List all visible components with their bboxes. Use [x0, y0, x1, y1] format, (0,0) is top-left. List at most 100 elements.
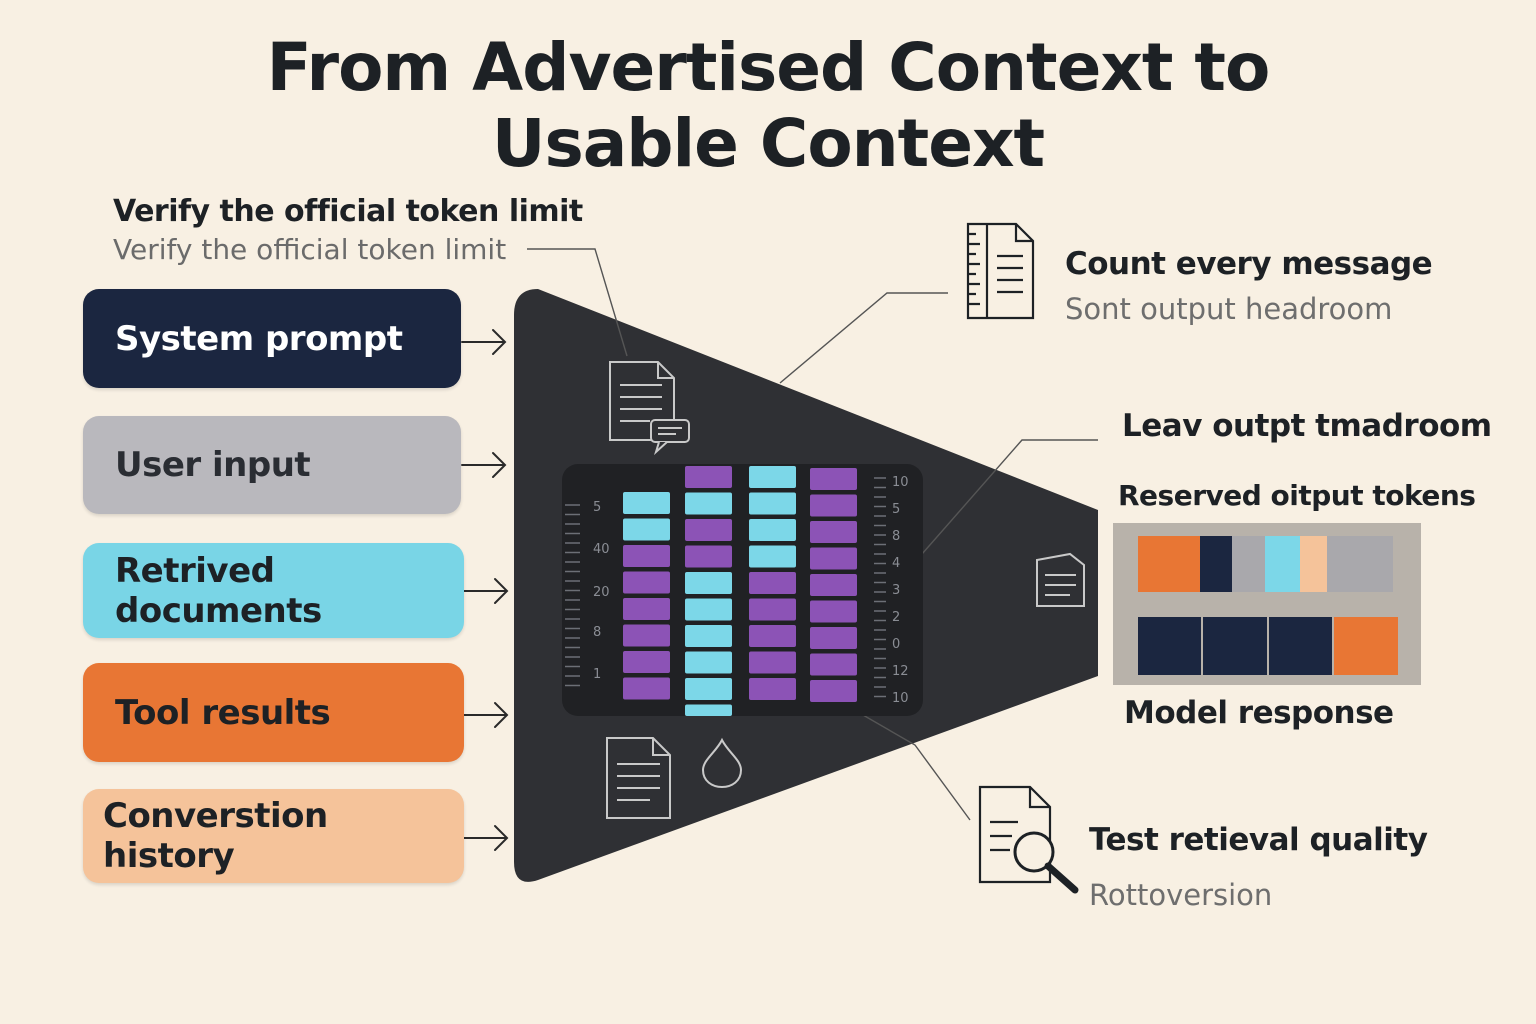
scale-label: 12: [892, 664, 909, 679]
arrow-right-icon: [461, 452, 507, 478]
token-block: [749, 572, 796, 594]
token-block: [623, 545, 670, 567]
token-block: [810, 680, 857, 702]
arrow-right-icon: [461, 329, 507, 355]
token-block: [810, 574, 857, 596]
title-line-2: Usable Context: [491, 105, 1045, 182]
token-block: [749, 678, 796, 700]
token-block: [623, 571, 670, 594]
input-box-user-input: User input: [83, 416, 461, 514]
count-heading: Count every message: [1065, 246, 1433, 282]
document-icon: [1036, 552, 1085, 607]
token-block: [810, 547, 857, 570]
token-block: [685, 545, 732, 568]
scale-label: 1: [593, 667, 601, 682]
count-annotation: Count every message Sont output headroom: [1065, 246, 1433, 326]
token-block: [685, 625, 732, 647]
reserved-token-block: [1269, 617, 1332, 675]
token-block: [623, 598, 670, 620]
token-block: [623, 677, 670, 700]
token-block: [685, 651, 732, 674]
drop-icon: [701, 737, 743, 789]
token-block: [810, 521, 857, 543]
model-response-heading: Model response: [1124, 695, 1394, 731]
token-block: [810, 653, 857, 676]
reserved-tokens-heading: Reserved oitput tokens: [1118, 479, 1476, 512]
scale-label: 3: [892, 583, 900, 598]
token-block: [810, 494, 857, 517]
top-note-heading: Verify the official token limit: [113, 194, 583, 229]
token-block: [749, 466, 796, 488]
token-block: [685, 466, 732, 488]
top-note-subtext: Verify the official token limit: [113, 233, 507, 266]
input-box-retrieved-documents: Retrived documents: [83, 543, 464, 638]
token-block: [749, 625, 796, 647]
reserved-token-block: [1232, 536, 1265, 592]
test-subtext: Rottoversion: [1089, 878, 1273, 912]
scale-label: 10: [892, 691, 909, 706]
token-meter-panel: [562, 464, 923, 716]
count-subtext: Sont output headroom: [1065, 292, 1393, 326]
document-icon: [606, 737, 671, 819]
arrow-right-icon: [463, 825, 509, 851]
leader-line-top-note: [527, 248, 628, 357]
arrow-right-icon: [463, 702, 509, 728]
scale-label: 5: [593, 500, 601, 515]
token-block: [685, 598, 732, 621]
leader-line-count: [779, 292, 948, 384]
document-chat-icon: [609, 361, 690, 456]
token-block: [749, 651, 796, 674]
reserved-token-block: [1334, 617, 1398, 675]
token-block: [810, 468, 857, 490]
token-block: [749, 545, 796, 568]
scale-label: 20: [593, 585, 610, 600]
page-title: From Advertised Context to Usable Contex…: [0, 30, 1536, 182]
input-label: Converstion history: [103, 796, 328, 876]
reserved-token-block: [1138, 536, 1200, 592]
arrow-right-icon: [463, 578, 509, 604]
input-box-system-prompt: System prompt: [83, 289, 461, 388]
leave-headroom-heading: Leav outpt tmadroom: [1122, 408, 1492, 444]
scale-label: 8: [593, 625, 601, 640]
input-label: User input: [115, 445, 311, 485]
input-label: System prompt: [115, 318, 403, 359]
input-box-conversation-history: Converstion history: [83, 789, 464, 883]
token-block: [685, 678, 732, 700]
scale-label: 5: [892, 502, 900, 517]
top-note: Verify the official token limit Verify t…: [113, 194, 583, 266]
token-block: [810, 627, 857, 649]
reserved-token-block: [1203, 617, 1267, 675]
token-block: [685, 704, 732, 716]
reserved-token-block: [1138, 617, 1201, 675]
input-box-tool-results: Tool results: [83, 663, 464, 762]
test-heading: Test retieval quality: [1089, 822, 1428, 858]
reserved-token-block: [1327, 536, 1393, 592]
token-block: [685, 519, 732, 541]
document-search-icon: [978, 785, 1079, 894]
scale-label: 8: [892, 529, 900, 544]
input-label: Retrived documents: [115, 550, 322, 631]
title-line-1: From Advertised Context to: [266, 29, 1271, 106]
scale-label: 40: [593, 542, 610, 557]
token-block: [749, 492, 796, 515]
input-label: Tool results: [115, 692, 331, 733]
test-annotation: Test retieval quality Rottoversion: [1089, 822, 1428, 912]
token-block: [810, 600, 857, 623]
token-block: [685, 492, 732, 515]
scale-label: 10: [892, 475, 909, 490]
token-block: [623, 518, 670, 541]
reserved-token-block: [1300, 536, 1327, 592]
ruler-document-icon: [966, 222, 1035, 320]
token-block: [749, 519, 796, 541]
token-block: [623, 651, 670, 673]
reserved-token-block: [1200, 536, 1232, 592]
leader-line-leave: [921, 439, 1098, 555]
scale-label: 4: [892, 556, 900, 571]
scale-label: 0: [892, 637, 900, 652]
reserved-token-block: [1265, 536, 1300, 592]
token-block: [685, 572, 732, 594]
scale-label: 2: [892, 610, 900, 625]
token-block: [749, 598, 796, 621]
token-block: [623, 624, 670, 647]
